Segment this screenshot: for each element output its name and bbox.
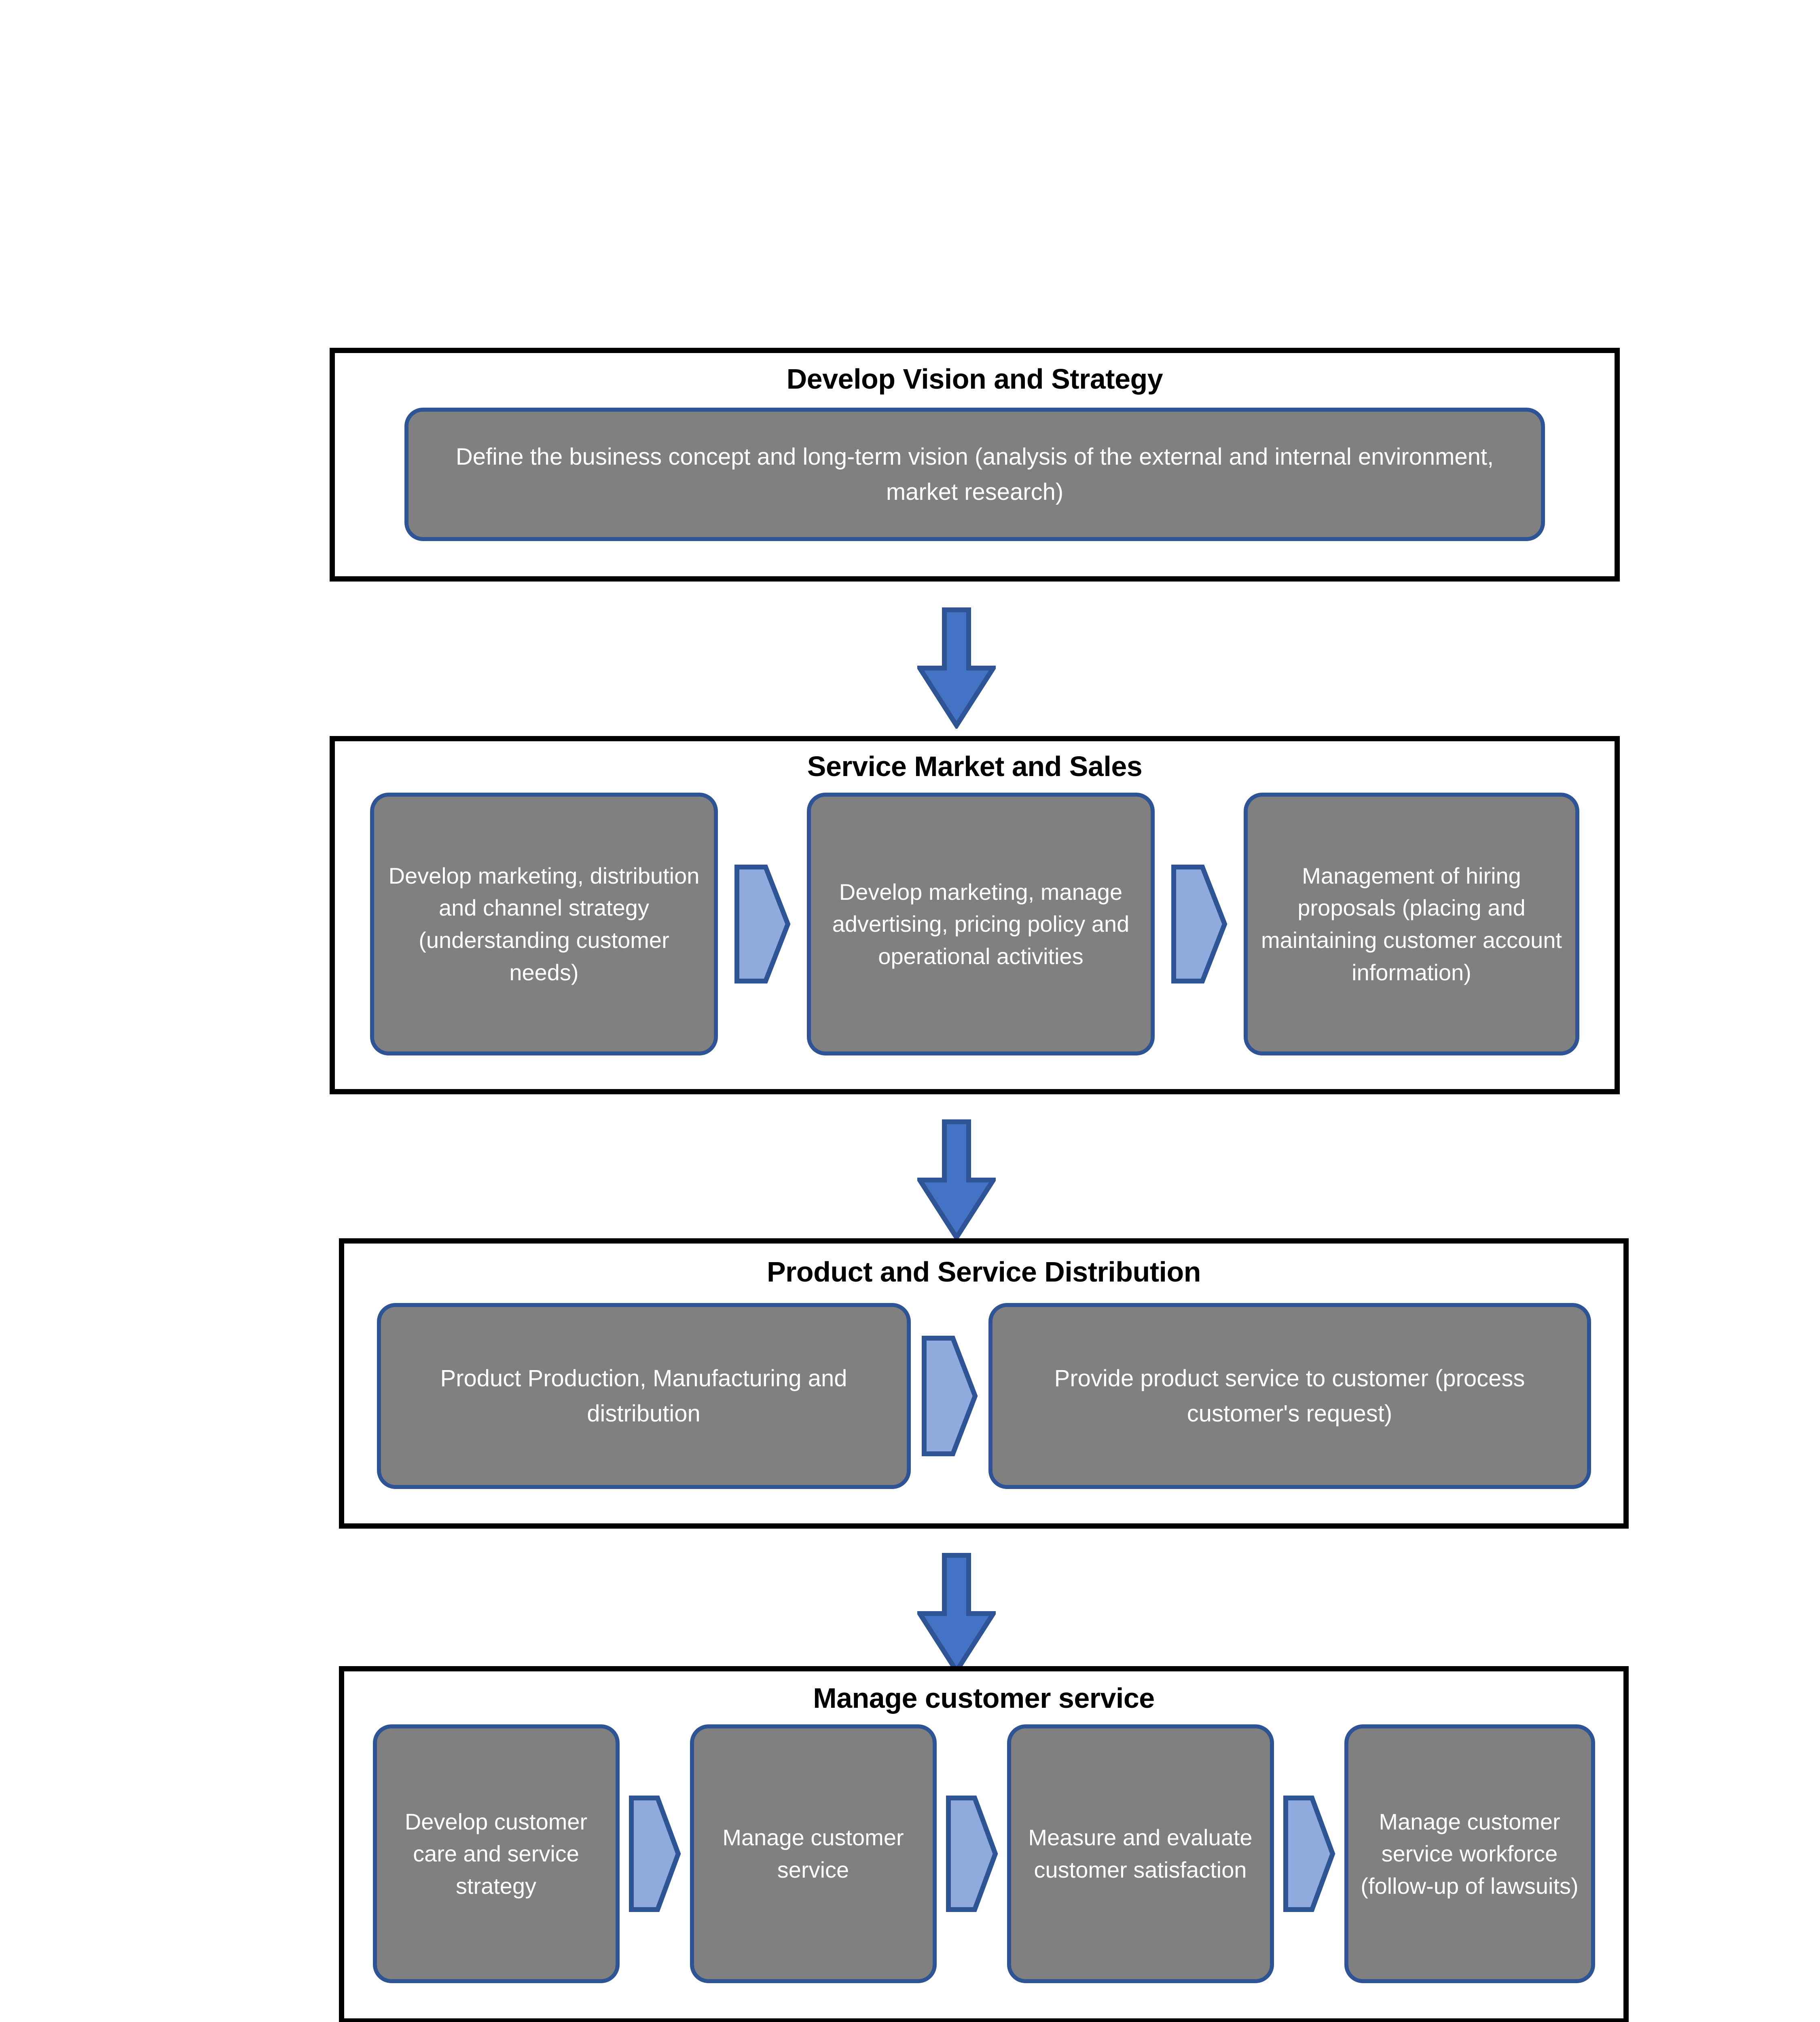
process-box-develop-marketing-advertising-pricing[interactable]: Develop marketing, manage advertising, p… xyxy=(807,793,1155,1055)
arrow-down-icon xyxy=(917,1553,996,1674)
process-box-measure-evaluate-customer-satisfaction[interactable]: Measure and evaluate customer satisfacti… xyxy=(1007,1724,1274,1983)
stage-title: Develop Vision and Strategy xyxy=(786,363,1163,395)
chevron-right-icon xyxy=(946,1795,998,1912)
arrow-down-icon xyxy=(917,607,996,729)
chevron-right-icon xyxy=(1283,1795,1335,1912)
process-box-manage-customer-service-workforce[interactable]: Manage customer service workforce (follo… xyxy=(1344,1724,1595,1983)
process-box-management-of-hiring-proposals[interactable]: Management of hiring proposals (placing … xyxy=(1244,793,1579,1055)
process-box-define-business-concept[interactable]: Define the business concept and long-ter… xyxy=(404,408,1545,541)
chevron-right-icon xyxy=(734,864,791,984)
chevron-right-icon xyxy=(921,1335,978,1457)
process-box-product-production-manufacturing-distribution[interactable]: Product Production, Manufacturing and di… xyxy=(377,1303,911,1489)
chevron-right-icon xyxy=(1171,864,1227,984)
stage-product-and-service-distribution: Product and Service Distribution Product… xyxy=(339,1238,1629,1529)
stage-box-row: Develop marketing, distribution and chan… xyxy=(335,793,1615,1055)
stage-box-row: Develop customer care and service strate… xyxy=(344,1724,1623,1983)
process-box-develop-marketing-distribution-channel-strategy[interactable]: Develop marketing, distribution and chan… xyxy=(370,793,718,1055)
stage-title: Manage customer service xyxy=(813,1682,1155,1714)
arrow-down-icon xyxy=(917,1119,996,1241)
stage-title: Service Market and Sales xyxy=(807,751,1143,782)
process-box-manage-customer-service[interactable]: Manage customer service xyxy=(690,1724,937,1983)
stage-title: Product and Service Distribution xyxy=(766,1256,1201,1288)
process-box-provide-product-service-to-customer[interactable]: Provide product service to customer (pro… xyxy=(988,1303,1591,1489)
stage-service-market-and-sales: Service Market and Sales Develop marketi… xyxy=(330,736,1620,1094)
stage-manage-customer-service: Manage customer service Develop customer… xyxy=(339,1666,1629,2022)
stage-develop-vision-and-strategy: Develop Vision and Strategy Define the b… xyxy=(330,348,1620,582)
stage-box-row: Define the business concept and long-ter… xyxy=(335,408,1615,541)
chevron-right-icon xyxy=(629,1795,681,1912)
process-box-develop-customer-care-service-strategy[interactable]: Develop customer care and service strate… xyxy=(372,1724,620,1983)
stage-box-row: Product Production, Manufacturing and di… xyxy=(344,1303,1623,1489)
